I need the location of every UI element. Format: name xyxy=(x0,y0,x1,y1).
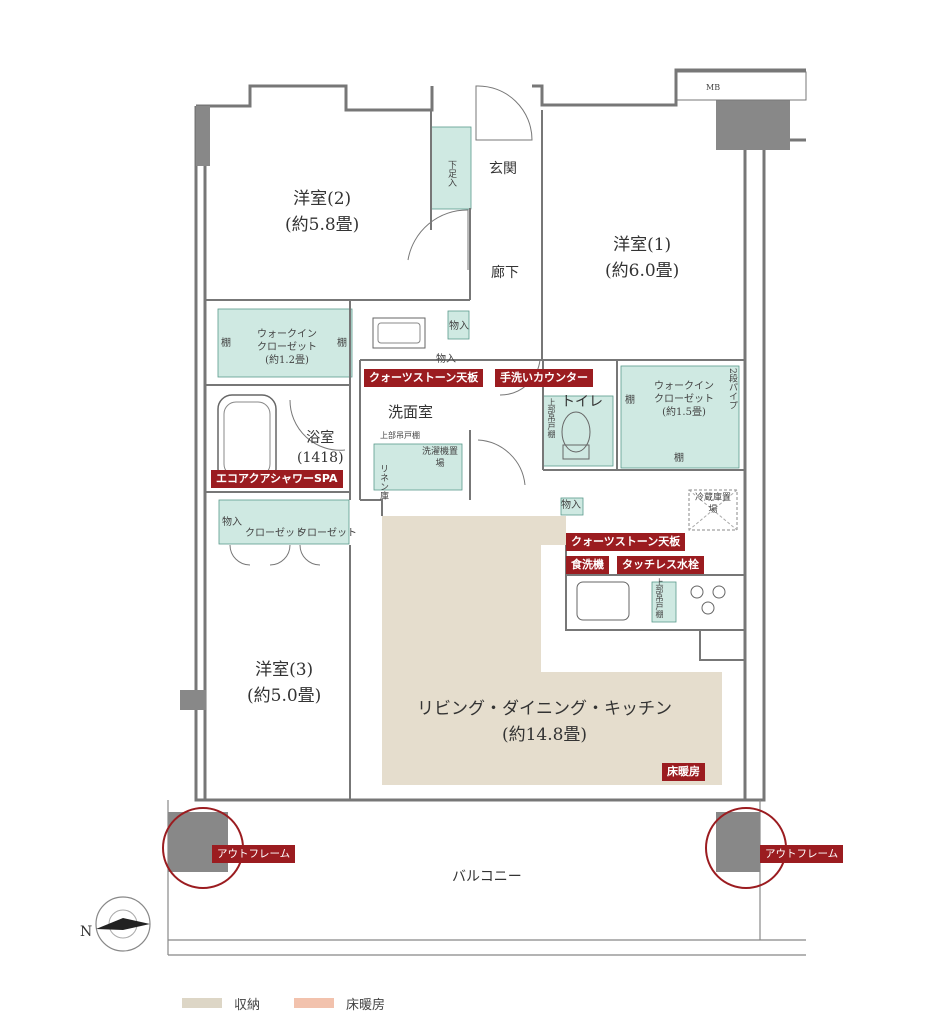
compass-icon xyxy=(95,896,151,952)
linen-label: リネン庫 xyxy=(378,464,388,500)
legend-floor-heating: 床暖房 xyxy=(294,996,386,1013)
room-western-3-area: (約5.0畳) xyxy=(247,686,322,706)
room-western-3-name: 洋室(3) xyxy=(255,660,314,680)
walk-in-closet-1: ウォークイン クローゼット (約1.2畳) xyxy=(257,328,317,367)
closet-label-1: クローゼット xyxy=(245,528,305,539)
room-western-2-name: 洋室(2) xyxy=(293,189,352,209)
interior-walls xyxy=(205,110,746,800)
room-bath-size: (1418) xyxy=(297,450,344,466)
shelf-label-4: 棚 xyxy=(674,453,684,464)
room-toilet: トイレ xyxy=(561,394,603,410)
badge-eco-shower: エコアクアシャワーSPA xyxy=(211,470,343,488)
washer-label: 洗濯機置場 xyxy=(421,447,458,469)
wic2-sub: クローゼット xyxy=(654,394,714,405)
shoe-box-label: 下足入 xyxy=(446,160,456,187)
stove xyxy=(690,585,726,615)
balcony-outline xyxy=(167,800,806,956)
badge-out-frame-left: アウトフレーム xyxy=(212,845,296,863)
compass-north-label: N xyxy=(80,924,92,940)
badge-quartz-top-2: クォーツストーン天板 xyxy=(566,533,686,551)
room-hallway: 廊下 xyxy=(491,265,519,281)
badge-floor-heating: 床暖房 xyxy=(662,763,705,781)
ldk-floor xyxy=(382,516,722,785)
kitchen-sink xyxy=(576,581,630,621)
legend-storage-swatch xyxy=(182,998,222,1008)
legend-floor-heating-label: 床暖房 xyxy=(346,997,386,1013)
wic1-title: ウォークイン xyxy=(257,329,317,340)
storage-small-1: 物入 xyxy=(449,321,469,332)
badge-dishwasher: 食洗機 xyxy=(566,556,609,574)
room-western-1: 洋室(1) (約6.0畳) xyxy=(605,232,679,284)
wic1-area: (約1.2畳) xyxy=(265,355,309,366)
badge-quartz-top-1: クォーツストーン天板 xyxy=(364,369,484,387)
vanity xyxy=(372,317,426,349)
badge-touchless-faucet: タッチレス水栓 xyxy=(617,556,704,574)
storage-small-3: 物入 xyxy=(561,500,581,511)
shelf-label-1: 棚 xyxy=(221,338,231,349)
closet-label-2: クローゼット xyxy=(297,528,357,539)
room-western-3: 洋室(3) (約5.0畳) xyxy=(247,657,321,709)
wic2-title: ウォークイン xyxy=(654,381,714,392)
mb-label: MB xyxy=(706,83,721,92)
upper-cabinet-label-1: 上部吊戸棚 xyxy=(380,431,420,440)
shelf-label-2: 棚 xyxy=(337,338,347,349)
upper-cabinet-label-3: 上部吊戸棚 xyxy=(655,578,664,618)
wic2-area: (約1.5畳) xyxy=(662,407,706,418)
room-balcony: バルコニー xyxy=(452,869,522,885)
badge-hand-wash-counter: 手洗いカウンター xyxy=(495,369,593,387)
legend-storage-label: 収納 xyxy=(234,997,261,1013)
room-washroom-name: 洗面室 xyxy=(388,403,434,421)
room-ldk-area: (約14.8畳) xyxy=(501,725,588,745)
room-entrance: 玄関 xyxy=(489,161,517,177)
legend-floor-heating-swatch xyxy=(294,998,334,1008)
walk-in-closet-2: ウォークイン クローゼット (約1.5畳) xyxy=(654,380,714,419)
room-western-2: 洋室(2) (約5.8畳) xyxy=(285,186,359,238)
room-western-2-area: (約5.8畳) xyxy=(285,215,360,235)
badge-out-frame-right: アウトフレーム xyxy=(760,845,844,863)
fridge-label: 冷蔵庫置場 xyxy=(695,493,732,515)
two-pipe-label: 2段パイプ xyxy=(727,368,737,410)
storage-small-4: 物入 xyxy=(222,517,242,528)
room-western-1-name: 洋室(1) xyxy=(613,235,672,255)
wic1-sub: クローゼット xyxy=(257,342,317,353)
room-western-1-area: (約6.0畳) xyxy=(605,261,680,281)
room-ldk: リビング・ダイニング・キッチン (約14.8畳) xyxy=(417,696,672,748)
room-bath-name: 浴室 xyxy=(306,430,335,446)
room-ldk-name: リビング・ダイニング・キッチン xyxy=(417,699,672,719)
shelf-label-3: 棚 xyxy=(625,395,635,406)
storage-areas xyxy=(217,126,740,623)
upper-cabinet-label-2: 上部吊戸棚 xyxy=(547,398,556,438)
room-bath: 浴室 (1418) xyxy=(297,428,344,468)
storage-small-2: 物入 xyxy=(436,354,456,365)
legend-storage: 収納 xyxy=(182,996,261,1013)
wall-blocks xyxy=(180,100,790,710)
room-washroom: 洗面室 xyxy=(388,399,433,425)
